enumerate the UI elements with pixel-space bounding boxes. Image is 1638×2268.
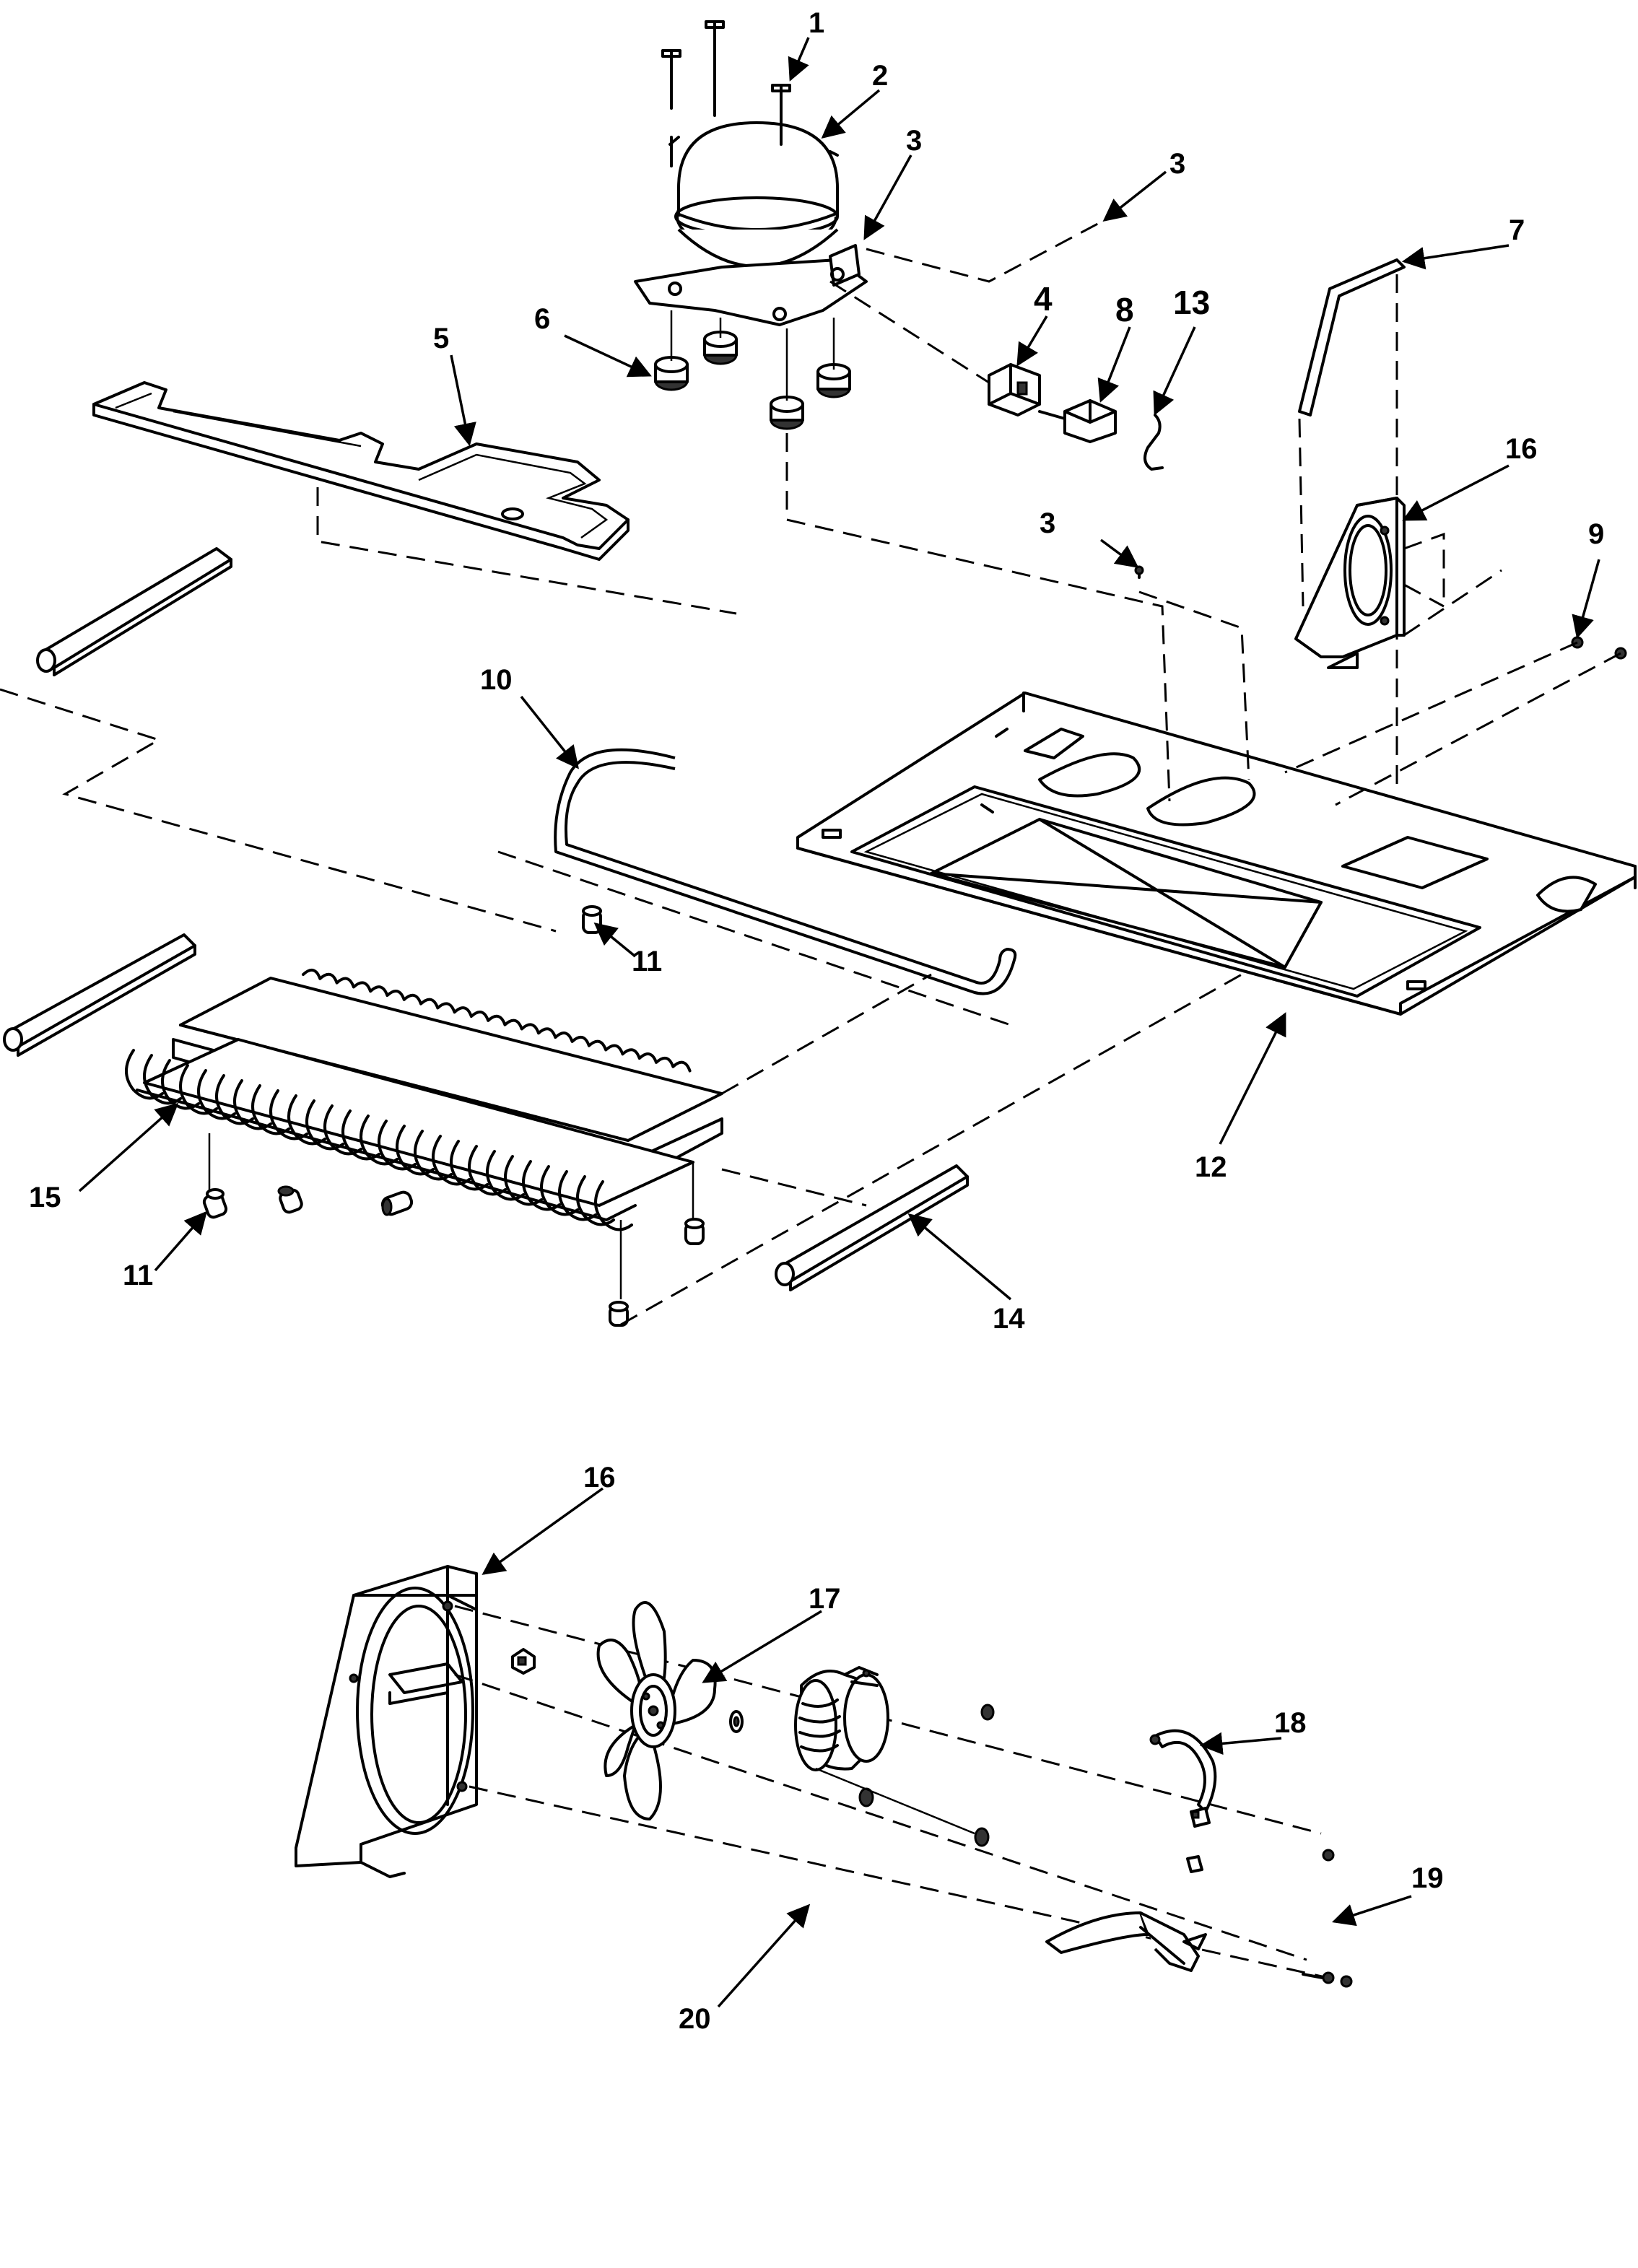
condenser-coil [125, 968, 723, 1299]
mounting-bolts [661, 20, 791, 167]
callout-3: 3 [1040, 507, 1055, 539]
callout-3: 3 [906, 125, 922, 157]
callout-17: 17 [809, 1583, 841, 1615]
callout-9: 9 [1588, 518, 1604, 550]
callout-5: 5 [433, 323, 449, 354]
motor-bracket-lower [1045, 1911, 1207, 1972]
base-plate [796, 692, 1637, 1016]
fan-hardware [815, 1704, 1353, 1988]
rubber-grommets [654, 310, 851, 430]
callout-11: 11 [632, 946, 662, 977]
callout-7: 7 [1509, 214, 1525, 246]
callout-3: 3 [1169, 148, 1185, 180]
fan-shroud [295, 1565, 478, 1878]
washer [729, 1710, 744, 1733]
insulation-strip-14 [775, 1164, 969, 1291]
callout-18: 18 [1274, 1707, 1307, 1739]
drain-pan [92, 381, 737, 615]
fan-motor [794, 1666, 889, 1771]
callout-10: 10 [480, 664, 513, 696]
relay-overload-group [829, 280, 1164, 471]
fan-clip [511, 1648, 536, 1675]
callout-19: 19 [1411, 1862, 1444, 1894]
screws-right [1134, 565, 1627, 806]
callout-11: 11 [123, 1260, 153, 1291]
callout-labels: 1 2 3 3 3 4 5 6 7 8 9 10 11 11 12 13 14 … [29, 7, 1604, 2035]
callout-2: 2 [872, 60, 888, 92]
callout-8: 8 [1115, 291, 1134, 328]
insulation-strip-upper [36, 547, 232, 676]
insulation-strip-lower-left [3, 933, 196, 1057]
spacer-upper [582, 905, 602, 934]
fan-shroud-small [1294, 497, 1502, 669]
callout-6: 6 [534, 303, 550, 335]
callout-12: 12 [1195, 1151, 1227, 1183]
callout-4: 4 [1034, 280, 1053, 318]
callout-1: 1 [809, 7, 824, 39]
compressor [634, 121, 868, 326]
callout-16: 16 [1505, 433, 1538, 465]
callout-15: 15 [29, 1182, 61, 1213]
leader-lines [78, 37, 1600, 2008]
callout-14: 14 [993, 1303, 1025, 1335]
callout-13: 13 [1173, 284, 1210, 321]
spacers-coil [202, 1185, 705, 1327]
capillary-tube [554, 748, 1017, 995]
callout-16: 16 [583, 1462, 616, 1493]
fan-blade [596, 1601, 717, 1820]
callout-20: 20 [679, 2003, 711, 2035]
